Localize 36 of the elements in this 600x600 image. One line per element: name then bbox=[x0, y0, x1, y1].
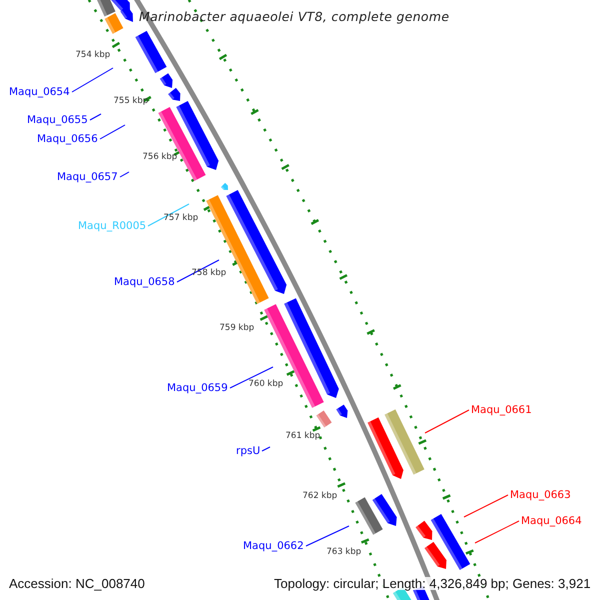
leader-line bbox=[262, 446, 270, 452]
leader-line bbox=[306, 526, 350, 546]
tick-label: 754 kbp bbox=[76, 50, 110, 59]
leader-line bbox=[100, 124, 126, 140]
gene-label: rpsU bbox=[236, 446, 260, 456]
tick-label: 757 kbp bbox=[164, 214, 198, 222]
accession-text: Accession: NC_008740 bbox=[9, 576, 145, 590]
leader-line bbox=[464, 494, 508, 518]
tick-label: 756 kbp bbox=[142, 152, 178, 161]
leader-line bbox=[72, 68, 114, 92]
title: Marinobacter aquaeolei VT8, complete genome bbox=[139, 11, 450, 24]
tick-label: 761 kbp bbox=[286, 432, 320, 440]
leader-line bbox=[148, 204, 190, 226]
gene-label: Maqu_0657 bbox=[57, 172, 118, 182]
tick-label: 755 kbp bbox=[114, 96, 148, 105]
gene-label: Maqu_0661 bbox=[471, 404, 532, 415]
gene-label: Maqu_0663 bbox=[510, 490, 571, 500]
tick-label: 762 kbp bbox=[302, 492, 338, 500]
leader-line bbox=[120, 172, 130, 178]
gene-label: Maqu_0662 bbox=[243, 540, 304, 551]
tick-label: 758 kbp bbox=[192, 268, 226, 277]
gene-label: Maqu_R0005 bbox=[78, 220, 146, 231]
tick-label: 759 kbp bbox=[220, 324, 254, 332]
gene-label: Maqu_0658 bbox=[114, 276, 175, 287]
gene-label: Maqu_0656 bbox=[37, 134, 98, 144]
gene-label: Maqu_0655 bbox=[27, 114, 88, 125]
tick-label: 760 kbp bbox=[248, 380, 284, 388]
leader-line bbox=[424, 410, 470, 434]
leader-line bbox=[474, 520, 520, 544]
gene-label: Maqu_0659 bbox=[167, 382, 228, 393]
tick-label: 763 kbp bbox=[326, 548, 362, 556]
leader-line bbox=[90, 114, 102, 120]
leader-line bbox=[230, 366, 274, 388]
gene-label: Maqu_0664 bbox=[521, 516, 582, 526]
gene-label: Maqu_0654 bbox=[9, 86, 70, 97]
leader-line bbox=[176, 260, 220, 282]
